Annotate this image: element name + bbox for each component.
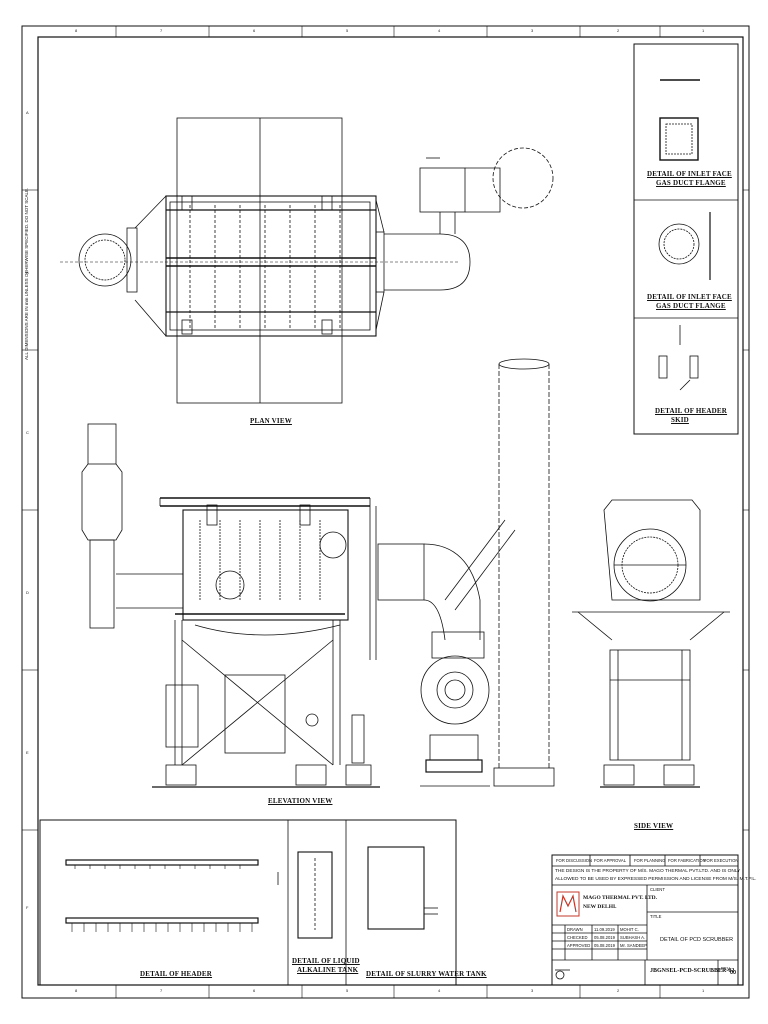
- approved-role: APPROVED: [567, 943, 591, 948]
- drawn-name: MOHIT C.: [620, 927, 639, 932]
- detail-slurry-tank-label: DETAIL OF SLURRY WATER TANK: [366, 970, 487, 978]
- column-number: 4: [438, 28, 441, 33]
- detail-header-skid-label: DETAIL OF HEADER: [655, 407, 728, 415]
- column-number: 1: [702, 28, 705, 33]
- general-note: ALL DIMENSIONS ARE IN mm UNLESS OTHERWIS…: [20, 60, 40, 360]
- column-number: 2: [617, 28, 620, 33]
- column-number: 8: [75, 28, 78, 33]
- status-for-planning: FOR PLANNING: [634, 858, 666, 863]
- column-number: 3: [531, 28, 534, 33]
- status-for-execution: FOR EXECUTION: [704, 858, 739, 863]
- column-number: 2: [617, 988, 620, 993]
- column-number: 6: [253, 988, 256, 993]
- approved-date: 05.08.2019: [594, 943, 615, 948]
- detail-liquid-tank-label: DETAIL OF LIQUID: [292, 957, 360, 965]
- detail-header-skid-sublabel: SKID: [671, 416, 689, 424]
- client-label: CLIENT: [650, 887, 665, 892]
- column-number: 4: [438, 988, 441, 993]
- elevation-view-label: ELEVATION VIEW: [268, 797, 333, 805]
- side-view-label: SIDE VIEW: [634, 822, 674, 830]
- detail-inlet-face-label: DETAIL OF INLET FACE: [647, 170, 732, 178]
- detail-inlet-face-sublabel: GAS DUCT FLANGE: [656, 302, 726, 310]
- status-for-approval: FOR APPROVAL: [594, 858, 627, 863]
- property-note: THE DESIGN IS THE PROPERTY OF M/S. MAGO …: [555, 869, 741, 874]
- company-city: NEW DELHI.: [583, 904, 617, 910]
- column-number: 6: [253, 28, 256, 33]
- company-name: MAGO THERMAL PVT. LTD.: [583, 895, 658, 901]
- rev-number: 00: [730, 970, 737, 976]
- rev-label: REV.: [721, 966, 731, 971]
- detail-liquid-tank-sublabel: ALKALINE TANK: [297, 966, 359, 974]
- general-note-text: ALL DIMENSIONS ARE IN mm UNLESS OTHERWIS…: [24, 187, 29, 360]
- drawing-title: DETAIL OF PCD SCRUBBER: [660, 937, 734, 943]
- column-number: 5: [346, 988, 349, 993]
- row-letter: C: [26, 430, 29, 435]
- row-letter: F: [26, 905, 29, 910]
- detail-header-label: DETAIL OF HEADER: [140, 970, 213, 978]
- plan-view-label: PLAN VIEW: [250, 417, 292, 425]
- drawn-role: DRAWN: [567, 927, 583, 932]
- row-letter: A: [26, 110, 29, 115]
- column-number: 5: [346, 28, 349, 33]
- column-number: 8: [75, 988, 78, 993]
- checked-name: SUBHASH A.: [620, 935, 646, 940]
- checked-date: 05.08.2019: [594, 935, 615, 940]
- column-number: 3: [531, 988, 534, 993]
- title-label: TITLE: [650, 914, 662, 919]
- column-number: 7: [160, 988, 163, 993]
- status-for-discussion: FOR DISCUSSION: [556, 858, 593, 863]
- approved-name: Mr. SANDEEP: [620, 943, 647, 948]
- status-for-fabrication: FOR FABRICATION: [668, 858, 706, 863]
- detail-inlet-face-label: DETAIL OF INLET FACE: [647, 293, 732, 301]
- row-letter: E: [26, 750, 29, 755]
- property-note: ALLOWED TO BE USED BY EXPRESSED PERMISSI…: [555, 877, 757, 882]
- column-number: 1: [702, 988, 705, 993]
- drawing-number: JBGNSEL-PCD-SCRUBBER-02: [650, 968, 735, 974]
- row-letter: D: [26, 590, 29, 595]
- column-number: 7: [160, 28, 163, 33]
- drawn-date: 11.09.2019: [594, 927, 615, 932]
- row-letter: B: [26, 270, 29, 275]
- detail-inlet-face-sublabel: GAS DUCT FLANGE: [656, 179, 726, 187]
- checked-role: CHECKED: [567, 935, 588, 940]
